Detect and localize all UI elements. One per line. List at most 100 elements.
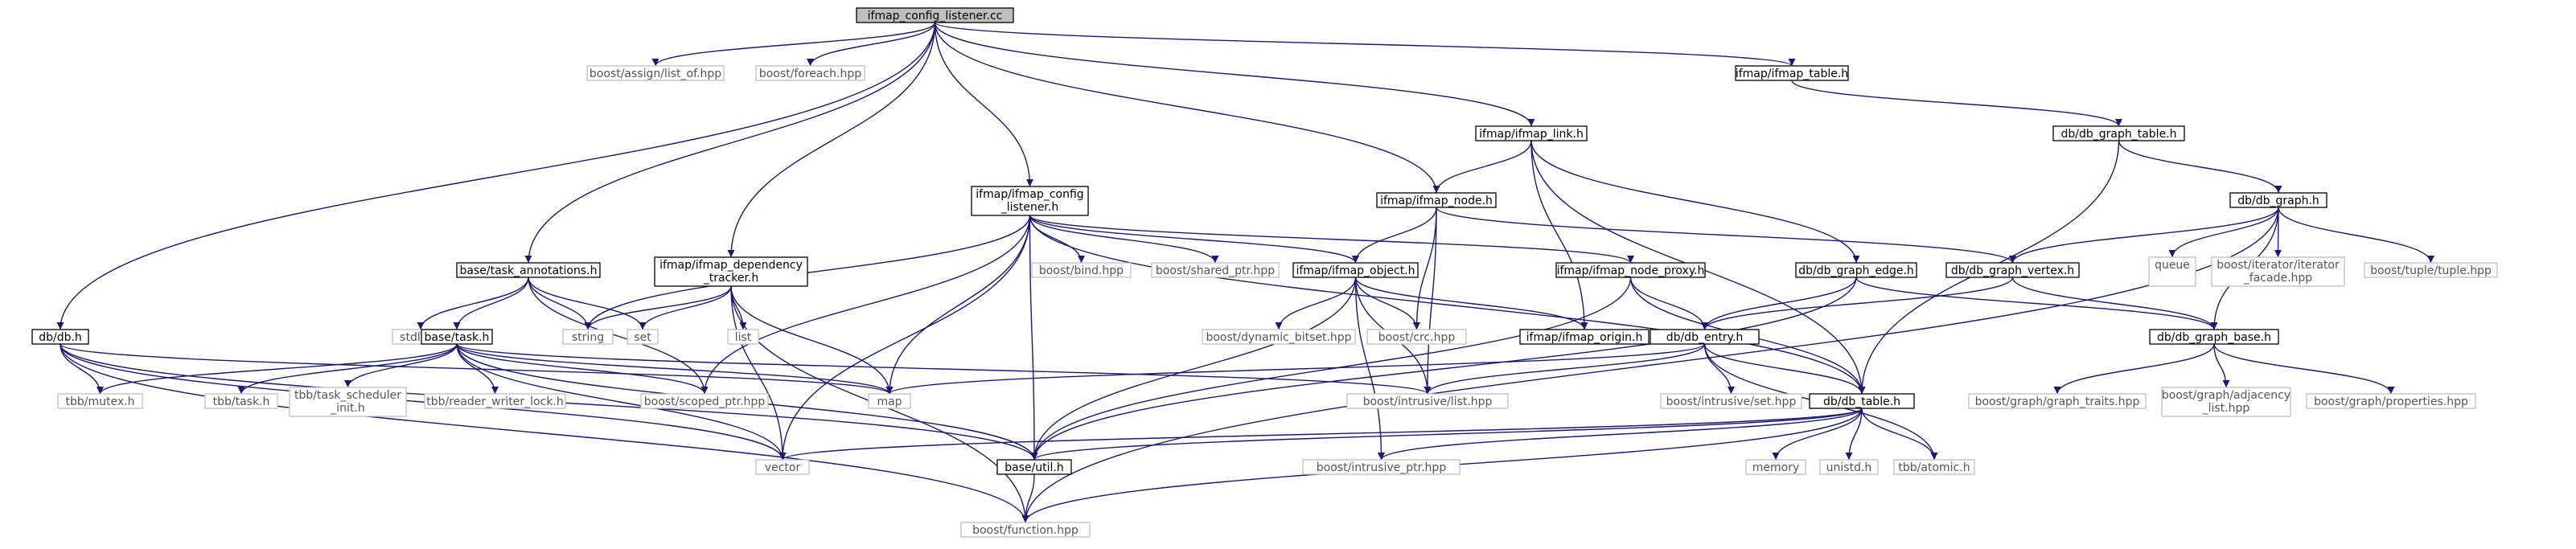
- node-ifmap-table[interactable]: ifmap/ifmap_table.h: [1735, 65, 1849, 81]
- edge-ifmap-node-to-db-graph-vertex: [1436, 207, 2016, 264]
- node-graph-traits[interactable]: boost/graph/graph_traits.hpp: [1968, 393, 2147, 409]
- node-label: db/db_entry.h: [1666, 331, 1744, 344]
- edge-ifmap-dependency-tracker-to-set: [639, 285, 732, 330]
- node-label: _init.h: [330, 402, 364, 415]
- node-root[interactable]: ifmap_config_listener.cc: [856, 7, 1014, 23]
- node-box: [421, 329, 493, 345]
- edge-root-to-ifmap-config-listener: [934, 22, 1033, 187]
- edge-ifmap-node-proxy-to-db-entry: [1629, 277, 1708, 330]
- edge-root-to-boost-foreach: [807, 22, 936, 67]
- node-box: [1745, 459, 1806, 475]
- edge-task-h-to-map: [456, 343, 894, 395]
- node-ifmap-dependency-tracker[interactable]: ifmap/ifmap_dependency_tracker.h: [654, 256, 808, 287]
- edge-task-h-to-boost-scoped-ptr: [456, 343, 709, 395]
- node-iterator-facade[interactable]: boost/iterator/iterator_facade.hpp: [2211, 256, 2345, 287]
- node-ifmap-node-proxy[interactable]: ifmap/ifmap_node_proxy.h: [1555, 262, 1706, 278]
- node-label: ifmap/ifmap_table.h: [1736, 68, 1848, 80]
- node-box: [57, 393, 143, 409]
- node-box: [1519, 329, 1650, 345]
- node-db-table[interactable]: db/db_table.h: [1809, 393, 1915, 409]
- node-tbb-task[interactable]: tbb/task.h: [204, 393, 278, 409]
- edge-db-graph-edge-to-db-entry: [1701, 277, 1857, 330]
- node-tbb-atomic[interactable]: tbb/atomic.h: [1893, 459, 1975, 475]
- node-box: [2364, 262, 2498, 278]
- edge-ifmap-object-to-base-util: [1030, 277, 1357, 461]
- node-boost-intrusive-list[interactable]: boost/intrusive/list.hpp: [1346, 393, 1509, 409]
- node-boost-crc[interactable]: boost/crc.hpp: [1366, 329, 1467, 345]
- node-task-h[interactable]: base/task.h: [421, 329, 493, 345]
- node-ifmap-object[interactable]: ifmap/ifmap_object.h: [1292, 262, 1419, 278]
- node-label: tbb/reader_writer_lock.h: [426, 395, 563, 408]
- node-box: [1031, 262, 1132, 278]
- node-label: db/db_graph_vertex.h: [1951, 264, 2074, 277]
- node-label: boost/foreach.hpp: [759, 68, 861, 80]
- node-box: [1366, 329, 1467, 345]
- node-tbb-mutex[interactable]: tbb/mutex.h: [57, 393, 143, 409]
- node-label: tbb/task_scheduler: [294, 389, 401, 402]
- edge-root-to-boost-assign-list-of: [651, 22, 936, 67]
- node-box: [2148, 256, 2196, 287]
- node-boost-tuple[interactable]: boost/tuple/tuple.hpp: [2364, 262, 2498, 278]
- node-db-graph-table[interactable]: db/db_graph_table.h: [2052, 125, 2185, 141]
- node-box: [1151, 262, 1280, 278]
- node-db-graph-vertex[interactable]: db/db_graph_vertex.h: [1945, 262, 2080, 278]
- node-boost-bind[interactable]: boost/bind.hpp: [1031, 262, 1132, 278]
- node-ifmap-origin[interactable]: ifmap/ifmap_origin.h: [1519, 329, 1650, 345]
- node-queue[interactable]: queue: [2148, 256, 2196, 287]
- node-label: db/db_graph_base.h: [2157, 331, 2271, 344]
- node-memory[interactable]: memory: [1745, 459, 1806, 475]
- node-boost-shared-ptr[interactable]: boost/shared_ptr.hpp: [1151, 262, 1280, 278]
- node-list[interactable]: list: [727, 329, 759, 345]
- node-boost-scoped-ptr[interactable]: boost/scoped_ptr.hpp: [640, 393, 769, 409]
- node-db-graph-base[interactable]: db/db_graph_base.h: [2149, 329, 2279, 345]
- node-boost-function[interactable]: boost/function.hpp: [960, 522, 1091, 538]
- edge-db-table-to-base-util: [1030, 408, 1863, 461]
- node-graph-properties[interactable]: boost/graph/properties.hpp: [2306, 393, 2476, 409]
- node-box: [755, 65, 865, 81]
- node-boost-intrusive-set[interactable]: boost/intrusive/set.hpp: [1660, 393, 1802, 409]
- node-db-graph-edge[interactable]: db/db_graph_edge.h: [1795, 262, 1917, 278]
- edge-db-graph-vertex-to-db-entry: [1701, 277, 2014, 330]
- edge-ifmap-config-listener-to-boost-scoped-ptr: [700, 215, 1031, 395]
- node-box: [424, 393, 566, 409]
- node-tbb-reader-writer-lock[interactable]: tbb/reader_writer_lock.h: [424, 393, 566, 409]
- node-ifmap-node[interactable]: ifmap/ifmap_node.h: [1376, 192, 1497, 208]
- node-label: boost/graph/graph_traits.hpp: [1975, 395, 2140, 408]
- node-label: ifmap/ifmap_link.h: [1479, 128, 1584, 141]
- node-tbb-task-scheduler-init[interactable]: tbb/task_scheduler_init.h: [289, 387, 407, 417]
- node-label: map: [877, 395, 902, 408]
- edge-ifmap-table-to-db-graph-table: [1791, 80, 2122, 127]
- node-box: [856, 7, 1014, 23]
- node-task-annotations[interactable]: base/task_annotations.h: [456, 262, 601, 278]
- node-ifmap-config-listener[interactable]: ifmap/ifmap_config_listener.h: [971, 186, 1089, 216]
- node-string[interactable]: string: [562, 329, 614, 345]
- node-boost-foreach[interactable]: boost/foreach.hpp: [755, 65, 865, 81]
- node-base-util[interactable]: base/util.h: [996, 459, 1072, 475]
- edge-db-table-to-tbb-atomic: [1861, 408, 1938, 461]
- edge-ifmap-object-to-boost-intrusive-ptr: [1354, 277, 1385, 461]
- node-box: [1893, 459, 1975, 475]
- node-label: vector: [765, 461, 801, 474]
- node-adjacency-list[interactable]: boost/graph/adjacency_list.hpp: [2161, 387, 2291, 417]
- node-db-entry[interactable]: db/db_entry.h: [1650, 329, 1760, 345]
- edge-db-graph-base-to-graph-traits: [2053, 343, 2215, 395]
- node-map[interactable]: map: [868, 393, 911, 409]
- node-label: db/db_graph_table.h: [2060, 128, 2176, 141]
- node-boost-assign-list-of[interactable]: boost/assign/list_of.hpp: [586, 65, 725, 81]
- node-set[interactable]: set: [627, 329, 659, 345]
- node-db-graph[interactable]: db/db_graph.h: [2229, 192, 2327, 208]
- node-unistd[interactable]: unistd.h: [1819, 459, 1879, 475]
- node-db-h[interactable]: db/db.h: [31, 329, 89, 345]
- edge-task-annotations-to-stdlib: [417, 277, 529, 330]
- edge-ifmap-dependency-tracker-to-map: [730, 285, 894, 395]
- node-dynamic-bitset[interactable]: boost/dynamic_bitset.hpp: [1202, 329, 1356, 345]
- node-box: [996, 459, 1072, 475]
- node-box: [1968, 393, 2147, 409]
- node-boost-intrusive-ptr[interactable]: boost/intrusive_ptr.hpp: [1302, 459, 1461, 475]
- node-ifmap-link[interactable]: ifmap/ifmap_link.h: [1475, 125, 1588, 141]
- node-label: ifmap/ifmap_origin.h: [1526, 331, 1643, 344]
- edge-ifmap-config-listener-to-map: [885, 215, 1031, 395]
- node-vector[interactable]: vector: [755, 459, 810, 475]
- node-box: [586, 65, 725, 81]
- edge-ifmap-object-to-ifmap-origin: [1354, 277, 1588, 330]
